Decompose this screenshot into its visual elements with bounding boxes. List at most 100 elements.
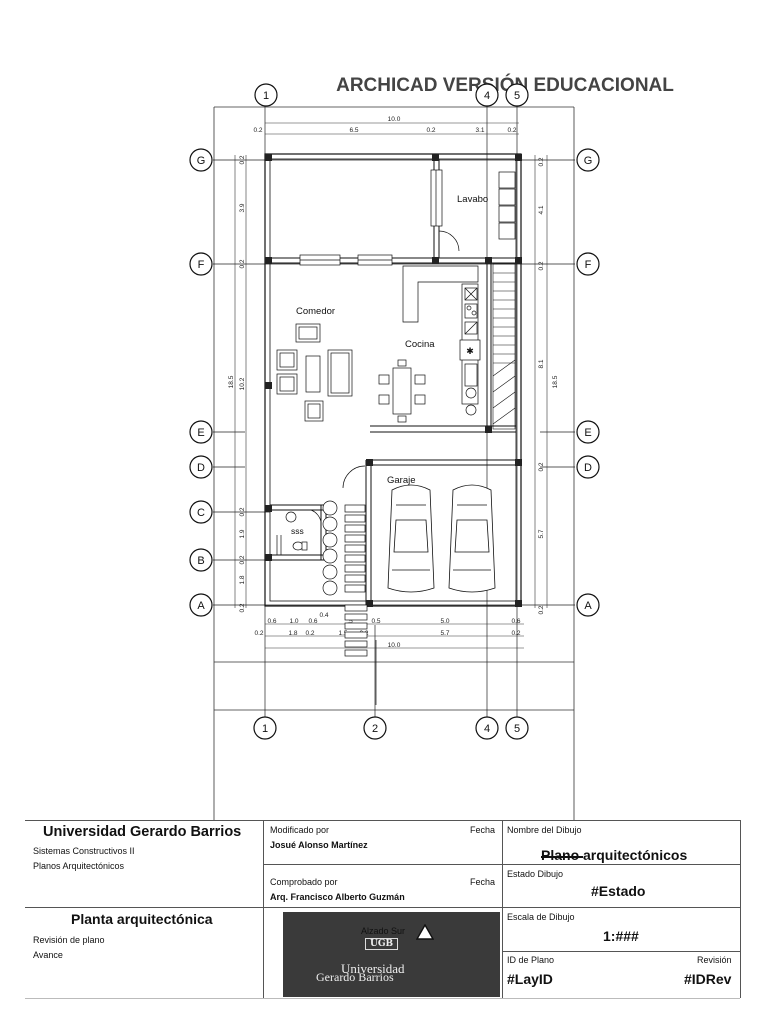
axis-bubble-5-top [505, 83, 529, 107]
svg-text:✱: ✱ [466, 347, 474, 357]
dim-bottom-r1-7: 5.0 [440, 618, 449, 625]
axis-bubble-C-left [189, 500, 213, 524]
dim-right-seg-2: 4.1 [538, 205, 545, 214]
axis-bubble-D-right [576, 455, 600, 479]
axis-label-5-bottom: 5 [514, 723, 520, 735]
axis-label-E-right: E [584, 427, 591, 439]
dim-bottom-r2-2: 1.8 [288, 630, 297, 637]
structural-columns [265, 154, 522, 607]
axis-bubble-4-top [475, 83, 499, 107]
axis-bubble-2-bottom [363, 716, 387, 740]
tb-col-divider-1 [263, 820, 264, 998]
logo-line-name: Gerardo Barrios [316, 970, 394, 984]
modified-by-label: Modificado por [270, 825, 330, 835]
dim-bottom-r1-6: 0.5 [371, 618, 380, 625]
axis-bubble-A-left [189, 593, 213, 617]
room-label-lavabo: Lavabo [457, 194, 488, 205]
axis-label-A-right: A [584, 600, 592, 612]
dim-left-total: 18.5 [228, 375, 235, 388]
axis-bubble-D-left [189, 455, 213, 479]
drawing-name-label: Nombre del Dibujo [507, 825, 582, 835]
dim-top-total: 10.0 [388, 116, 401, 123]
dimension-lines [234, 122, 548, 649]
room-label-comedor: Comedor [296, 306, 335, 317]
axis-bubble-E-left [189, 420, 213, 444]
modified-by-value: Josué Alonso Martínez [270, 840, 368, 850]
drawing-name-strike [541, 856, 583, 858]
tb-divider-name [502, 864, 740, 865]
dim-bottom-r2-6: 5.7 [440, 630, 449, 637]
dim-left-seg-3: 0.2 [239, 259, 246, 268]
university-logo: Alzado Sur UGB Universidad Gerardo Barri… [283, 912, 500, 997]
axis-label-G-left: G [197, 155, 206, 167]
axis-label-1-bottom: 1 [262, 723, 268, 735]
checked-by-label: Comprobado por [270, 877, 338, 887]
revision-id-label: Revisión [697, 955, 732, 965]
dim-left-seg-1: 0.2 [239, 155, 246, 164]
dim-left-seg-8: 1.8 [239, 575, 246, 584]
elevation-marker-label: Alzado Sur [361, 926, 406, 936]
axis-label-D-right: D [584, 462, 592, 474]
dim-bottom-r1-1: 0.6 [267, 618, 276, 625]
axis-label-C-left: C [197, 507, 205, 519]
elevation-marker-icon [416, 924, 434, 940]
openings [299, 169, 443, 266]
revision-id-value: #IDRev [684, 971, 732, 987]
plan-id-value: #LayID [507, 971, 553, 987]
dim-right-total: 18.5 [552, 375, 559, 388]
entrance-steps [322, 465, 368, 657]
axis-bubble-A-right [576, 593, 600, 617]
drawing-status-value: #Estado [591, 883, 646, 899]
dim-top-seg-4: 3.1 [475, 127, 484, 134]
dim-right-seg-3: 0.2 [538, 261, 545, 270]
bathroom-fixtures [276, 509, 322, 555]
dim-bottom-r2-3: 0.2 [305, 630, 314, 637]
drawing-name-value: Plano arquitectónicos [541, 847, 688, 863]
axis-label-D-left: D [197, 462, 205, 474]
axis-bubble-5-bottom [505, 716, 529, 740]
dim-bottom-r2-7: 0.2 [511, 630, 520, 637]
axis-label-4-bottom: 4 [484, 723, 490, 735]
garage-cars [387, 484, 496, 593]
axis-label-2-bottom: 2 [372, 723, 378, 735]
dim-left-seg-9: 0.2 [239, 603, 246, 612]
dim-top-seg-2: 6.5 [349, 127, 358, 134]
university-name: Universidad Gerardo Barrios [43, 824, 242, 840]
axis-label-4-top: 4 [484, 90, 490, 102]
axis-bubble-1-bottom [253, 716, 277, 740]
kitchen-furniture: ✱ [378, 265, 481, 423]
checked-by-value: Arq. Francisco Alberto Guzmán [270, 892, 405, 902]
dim-right-seg-7: 0.2 [538, 605, 545, 614]
tb-border-mid [25, 907, 740, 908]
dim-right-seg-5: 0.2 [538, 462, 545, 471]
progress-label: Avance [33, 950, 63, 960]
tb-divider-modified [263, 864, 502, 865]
sheet-frame [213, 106, 575, 820]
dim-bottom-total: 10.0 [388, 642, 401, 649]
axis-label-1-top: 1 [263, 90, 269, 102]
scale-value: 1:### [603, 928, 639, 944]
dim-left-seg-6: 1.9 [239, 529, 246, 538]
stairs [492, 263, 516, 430]
dim-right-seg-4: 8.1 [538, 359, 545, 368]
axis-bubble-G-left [189, 148, 213, 172]
dim-top-seg-1: 0.2 [253, 127, 262, 134]
dim-bottom-r1-3: 0.6 [308, 618, 317, 625]
dim-bottom-r1-4: 0.4 [319, 612, 328, 619]
date-label-2: Fecha [470, 877, 496, 887]
axis-label-B-left: B [197, 555, 204, 567]
dim-left-seg-7: 0.2 [239, 555, 246, 564]
date-label-1: Fecha [470, 825, 496, 835]
watermark-text: ARCHICAD VERSIÓN EDUCACIONAL [336, 74, 674, 96]
room-labels: Lavabo Comedor Cocina Garaje sss [291, 194, 488, 536]
dim-bottom-r2-1: 0.2 [254, 630, 263, 637]
dim-bottom-r1-5: .5 [347, 618, 353, 625]
room-label-sss: sss [291, 526, 304, 536]
tb-border-bottom [25, 998, 740, 999]
room-label-garaje: Garaje [387, 475, 416, 486]
lavabo-fixtures [438, 171, 516, 252]
axis-label-F-left: F [198, 259, 205, 271]
axis-bubbles [189, 83, 600, 740]
subject-name: Planos Arquitectónicos [33, 861, 125, 871]
